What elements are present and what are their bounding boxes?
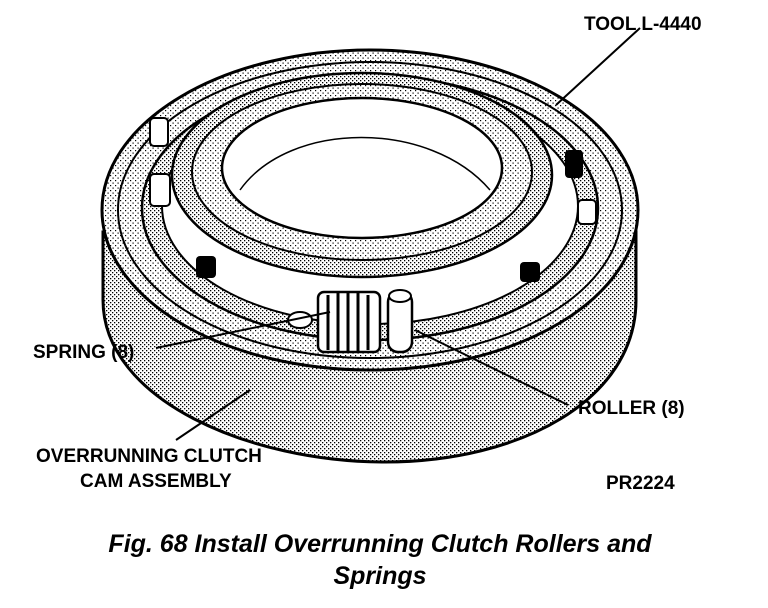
tool-leader-line [555,27,641,106]
spring-leader-line [155,311,331,349]
cam-label-line2: CAM ASSEMBLY [80,471,232,492]
tool-label: TOOL L-4440 [584,14,702,35]
leader-lines [155,27,641,441]
caption-line1: Fig. 68 Install Overrunning Clutch Rolle… [108,530,652,558]
tool-ring [170,71,554,279]
roller-leader-line [414,329,569,406]
spring-label: SPRING (8) [33,342,134,363]
roller-label: ROLLER (8) [578,398,685,419]
caption-line2: Springs [333,562,426,590]
figure-id: PR2224 [606,473,675,494]
rollers-and-springs [149,117,597,329]
cam-leader-line [175,389,251,441]
roller [386,289,414,354]
spring [316,290,382,354]
cam-label-line1: OVERRUNNING CLUTCH [36,446,262,467]
